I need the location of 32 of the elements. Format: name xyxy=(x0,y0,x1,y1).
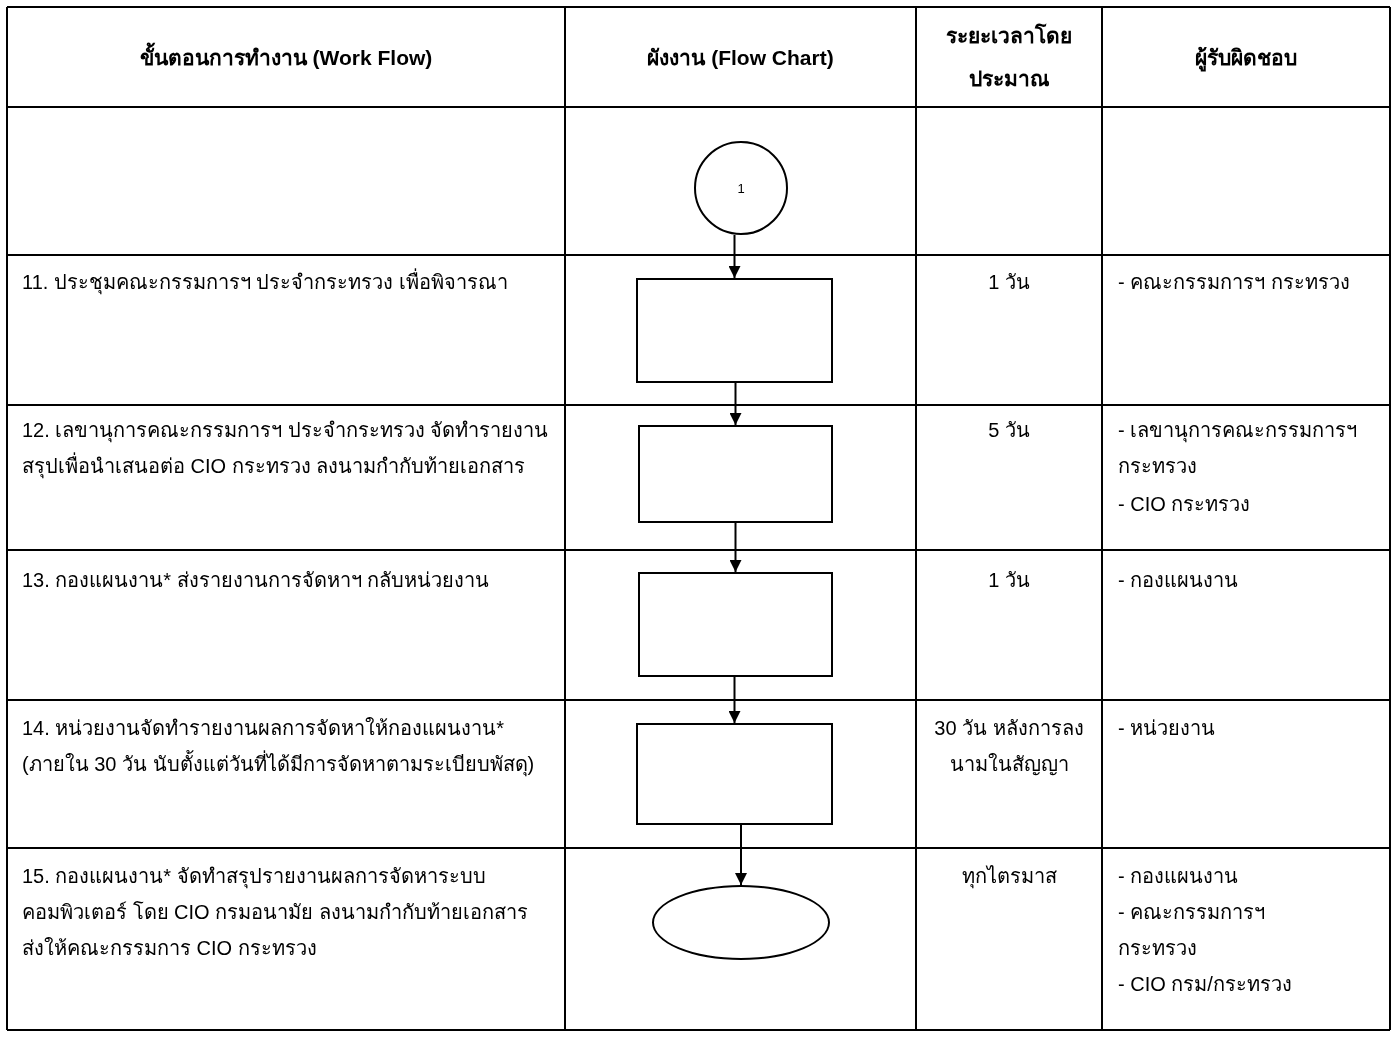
arrow xyxy=(728,676,741,724)
duration-text: ทุกไตรมาส xyxy=(960,864,1058,891)
process-box xyxy=(638,572,833,677)
step-text: 15. กองแผนงาน* จัดทำสรุปรายงานผลการจัดหาระบบคอมพิวเตอร์ โดย CIO กรมอนามัย ลงนามกำกับท้ายเอกสาร ส่งให้คณะกรรมการ CIO กระทรวง xyxy=(22,864,529,961)
column-header: ระยะเวลาโดยประมาณ xyxy=(946,22,1072,92)
step-text: 14. หน่วยงานจัดทำรายงานผลการจัดหาให้กองแผนงาน* (ภายใน 30 วัน นับตั้งแต่วันที่ได้มีการจัดหาตามระเบียบพัสดุ) xyxy=(22,716,536,779)
arrow xyxy=(729,522,742,573)
process-box xyxy=(638,425,833,523)
responsible-text: - หน่วยงาน xyxy=(1118,716,1217,741)
step-text: 12. เลขานุการคณะกรรมการฯ ประจำกระทรวง จัดทำรายงานสรุปเพื่อนำเสนอต่อ CIO กระทรวง ลงนามกำกับท้ายเอกสาร xyxy=(22,418,550,481)
column-header: ขั้นตอนการทำงาน (Work Flow) xyxy=(7,36,565,79)
responsible-text: - กองแผนงาน xyxy=(1118,864,1240,889)
duration-text: 1 วัน xyxy=(987,568,1031,593)
responsible-text: - CIO กรม/กระทรวง xyxy=(1118,972,1293,997)
arrow xyxy=(735,824,747,886)
step-text: 13. กองแผนงาน* ส่งรายงานการจัดหาฯ กลับหน่วยงาน xyxy=(22,568,491,593)
arrow xyxy=(728,234,741,279)
process-box xyxy=(636,723,833,825)
column-header: ผังงาน (Flow Chart) xyxy=(646,45,835,71)
column-header: ผู้รับผิดชอบ xyxy=(1102,36,1390,79)
responsible-text: - กองแผนงาน xyxy=(1118,568,1240,593)
arrow xyxy=(729,382,742,426)
duration-text: 30 วัน หลังการลงนามในสัญญา xyxy=(933,716,1085,778)
process-box xyxy=(636,278,833,383)
step-text: 11. ประชุมคณะกรรมการฯ ประจำกระทรวง เพื่อพิจารณา xyxy=(22,264,552,300)
duration-text: 1 วัน xyxy=(987,270,1031,295)
responsible-text: - เลขานุการคณะกรรมการฯ กระทรวง xyxy=(1118,418,1359,479)
duration-text: 5 วัน xyxy=(987,418,1031,443)
responsible-text: - คณะกรรมการฯ กระทรวง xyxy=(1118,270,1351,295)
responsible-text: - คณะกรรมการฯ กระทรวง xyxy=(1118,900,1267,961)
connector-circle: 1 xyxy=(694,141,788,235)
responsible-text: - CIO กระทรวง xyxy=(1118,492,1252,517)
